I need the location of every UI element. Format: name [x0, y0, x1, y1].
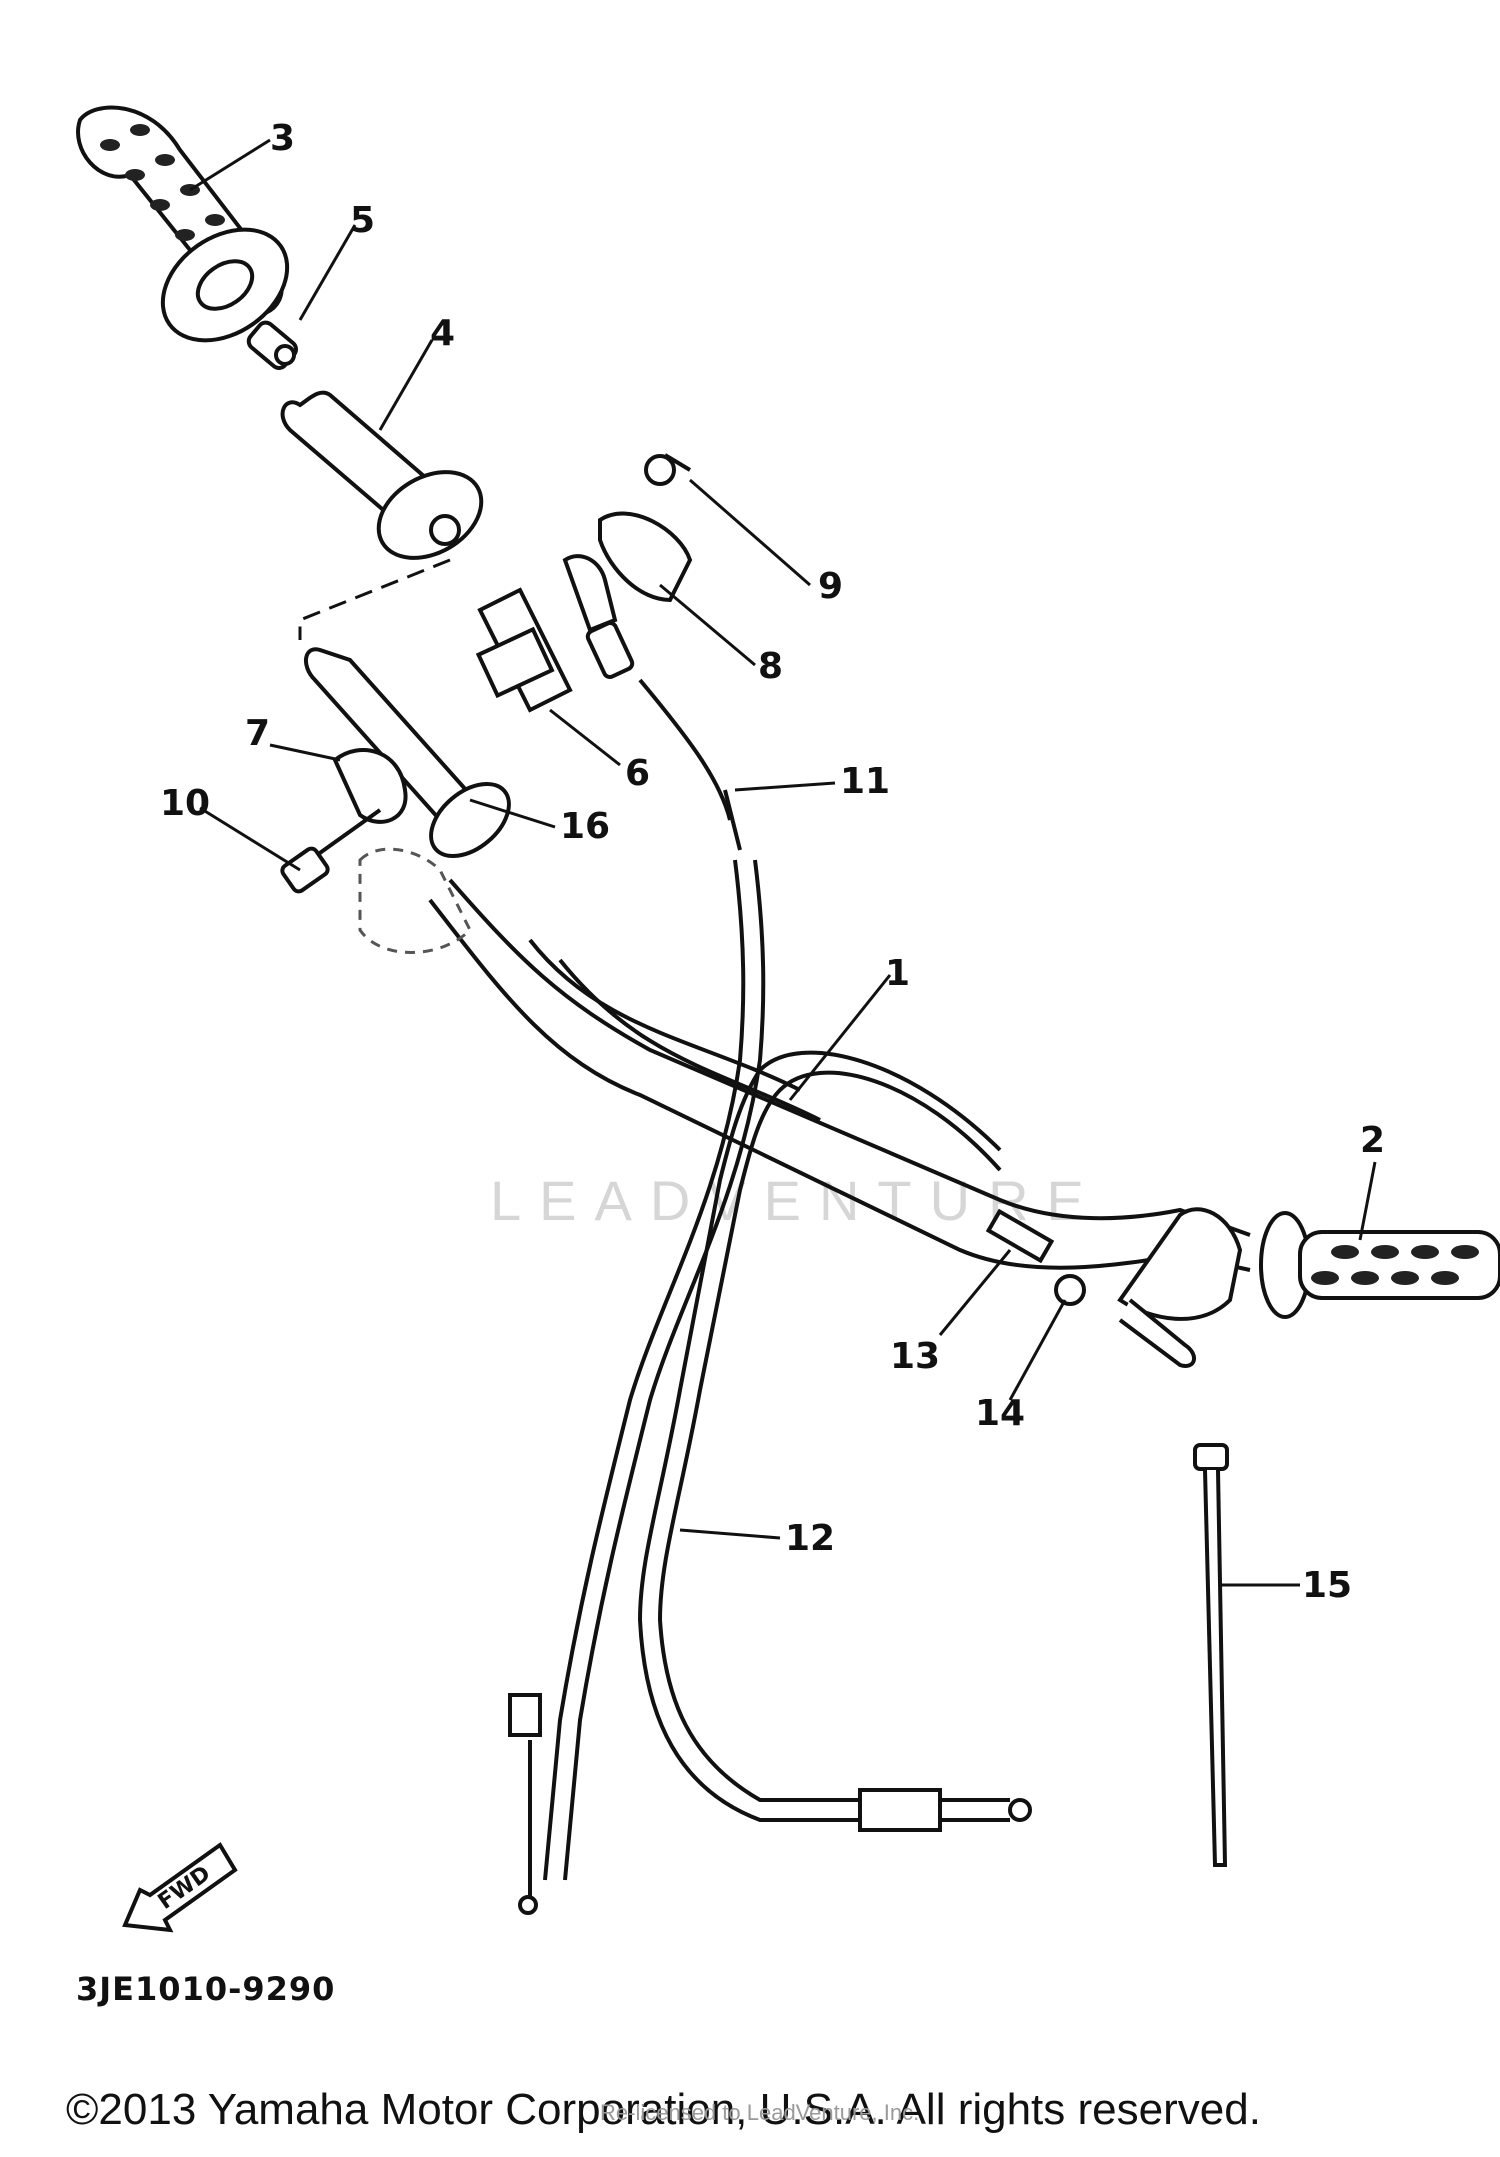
lever-ghost-outline [358, 847, 472, 954]
diagram-code: 3JE1010-9290 [76, 1970, 336, 2008]
callout-9: 9 [818, 566, 843, 607]
callout-12: 12 [785, 1518, 835, 1559]
collar [246, 320, 298, 371]
callout-11: 11 [840, 761, 890, 802]
left-bar-end [304, 647, 511, 859]
clutch-cable [637, 1050, 1032, 1832]
callout-13: 13 [890, 1336, 940, 1377]
callout-5: 5 [350, 200, 375, 241]
callout-leaders [189, 138, 1377, 1587]
cable-adjuster [985, 1208, 1055, 1264]
handlebar [428, 878, 1251, 1272]
callout-6: 6 [625, 753, 650, 794]
callout-4: 4 [430, 313, 455, 354]
callout-2: 2 [1360, 1120, 1385, 1161]
callout-14: 14 [975, 1393, 1025, 1434]
callout-8: 8 [758, 646, 783, 687]
assembly-guide-line [298, 558, 451, 640]
callout-labels: 3 5 4 9 8 6 7 10 11 16 1 2 13 14 12 15 [160, 118, 1385, 1606]
right-grip [1117, 1207, 1500, 1368]
throttle-cable [508, 678, 766, 1915]
cable-tie [1193, 1443, 1229, 1867]
callout-7: 7 [245, 713, 270, 754]
callout-16: 16 [560, 806, 610, 847]
cable-holder [598, 453, 693, 603]
cable-end-fitting [562, 554, 635, 680]
callout-3: 3 [270, 118, 295, 159]
locknut [1054, 1274, 1086, 1306]
copyright-notice: ©2013 Yamaha Motor Corporation, U.S.A. A… [66, 2085, 1261, 2134]
callout-15: 15 [1302, 1565, 1352, 1606]
callout-10: 10 [160, 783, 210, 824]
throttle-sleeve [280, 390, 484, 560]
clamp-bolt [280, 808, 382, 894]
left-grip [76, 105, 290, 343]
watermark-text: LEADVENTURE [490, 1169, 1102, 1232]
throttle-housing [475, 587, 573, 713]
callout-1: 1 [885, 953, 910, 994]
license-notice: Re-licensed to LeadVenture, Inc. [600, 2100, 920, 2125]
fwd-arrow: FWD [122, 1842, 238, 1933]
